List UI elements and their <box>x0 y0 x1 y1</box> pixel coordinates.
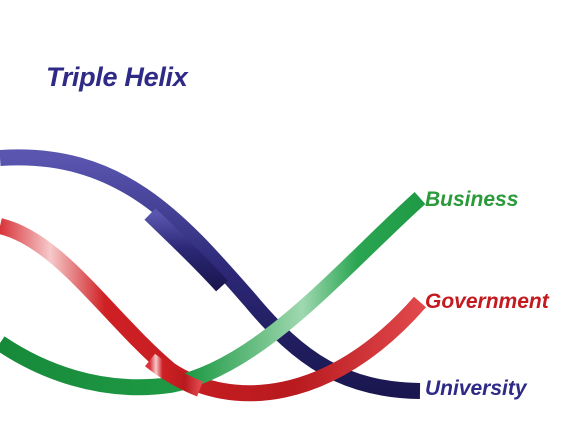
university-strand-overlap <box>144 208 228 292</box>
university-strand <box>0 149 421 399</box>
government-label: Government <box>425 290 549 313</box>
university-label: University <box>425 377 527 400</box>
business-label: Business <box>425 188 519 211</box>
government-strand-overlap <box>145 353 203 397</box>
diagram-title: Triple Helix <box>46 62 188 92</box>
